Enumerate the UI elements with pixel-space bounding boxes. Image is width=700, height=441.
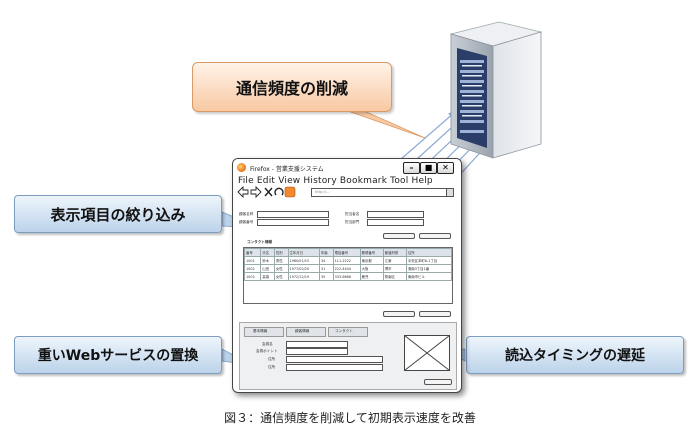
table-cell: 高橋 <box>260 272 275 281</box>
table-header: 郵便番号 <box>359 248 384 257</box>
tab-basic[interactable]: 基本情報 <box>244 327 284 337</box>
table-cell: 男性 <box>273 256 289 265</box>
firefox-logo-icon <box>237 163 246 172</box>
address-bar[interactable]: http://... <box>311 188 453 197</box>
table-cell: 1980/01/15 <box>287 256 321 265</box>
table-cell: 鹿児 <box>359 272 384 281</box>
tab-customer[interactable]: 顧客情報 <box>286 327 326 337</box>
customer-number-field[interactable] <box>257 219 329 226</box>
customer-name-field[interactable] <box>257 211 329 218</box>
table-header: 番号 <box>243 248 262 257</box>
table-cell: 女性 <box>273 264 289 273</box>
table-cell: 31 <box>319 264 334 273</box>
table-header: 住所 <box>405 248 453 257</box>
address-dropdown-icon[interactable] <box>446 188 454 197</box>
window-title: Firefox - 営業支援システム <box>250 166 324 173</box>
menu-bar[interactable]: File Edit View History Bookmark Tool Hel… <box>238 176 433 186</box>
table-cell: 1002 <box>243 264 262 273</box>
table-cell: 1001 <box>243 256 262 265</box>
title-bar: Firefox - 営業支援システム – ■ ✕ <box>233 159 461 175</box>
prev-button[interactable] <box>383 311 415 317</box>
section-label: コンタクト情報 <box>247 240 273 244</box>
form-label: 担当者名 <box>345 212 360 216</box>
table-cell: 1977/02/20 <box>287 264 321 273</box>
table-cell: 1003 <box>243 272 262 281</box>
callout-delay-load: 読込タイミングの遅延 <box>466 336 684 374</box>
form-label: 顧客名称 <box>239 212 254 216</box>
clear-button[interactable] <box>419 233 451 239</box>
table-cell: 中央区本町8-1丁目 <box>405 256 453 265</box>
tab-contact[interactable]: コンタクト <box>328 327 368 337</box>
table-header-row: 番号氏名性別生年月日年齢電話番号郵便番号都道府県住所 <box>243 248 453 257</box>
image-placeholder-icon <box>404 335 450 371</box>
address-field-2[interactable] <box>286 364 383 371</box>
table-cell: 江東 <box>382 256 407 265</box>
address-text: http://... <box>315 190 330 194</box>
table-header: 生年月日 <box>287 248 321 257</box>
back-arrow-icon <box>237 186 249 198</box>
nav-toolbar <box>237 186 296 198</box>
callout-reduce-frequency: 通信頻度の削減 <box>192 62 392 112</box>
table-cell: 堺市 <box>382 264 407 273</box>
minimize-button[interactable]: – <box>403 162 420 174</box>
form-label: 会員ポイント <box>256 349 278 353</box>
table-cell: 港南3丁目1番 <box>405 264 453 273</box>
next-button[interactable] <box>419 311 451 317</box>
table-cell: 1972/12/19 <box>287 272 321 281</box>
table-cell: 鈴木 <box>260 256 275 265</box>
tab-label: コンタクト <box>335 329 353 333</box>
reload-icon <box>274 187 284 196</box>
staff-dept-field[interactable] <box>367 219 424 226</box>
table-header: 年齢 <box>319 248 334 257</box>
table-cell: 女性 <box>273 272 289 281</box>
address-field-1[interactable] <box>286 356 383 363</box>
figure-caption: 図３：通信頻度を削減して初期表示速度を改善 <box>224 411 476 425</box>
table-cell: 東南市ビル <box>405 272 453 281</box>
table-cell: 県南区 <box>382 272 407 281</box>
home-icon <box>284 186 296 198</box>
close-button[interactable]: ✕ <box>437 162 454 174</box>
form-label: 会員名 <box>262 342 273 346</box>
forward-arrow-icon <box>250 186 262 198</box>
staff-name-field[interactable] <box>367 211 424 218</box>
server-icon <box>449 21 543 159</box>
table-cell: 東京都 <box>359 256 384 265</box>
table-cell: 34 <box>319 256 334 265</box>
table-cell: 山田 <box>260 264 275 273</box>
browser-window: Firefox - 営業支援システム – ■ ✕ File Edit View … <box>232 158 462 393</box>
table-cell: 大阪 <box>359 264 384 273</box>
form-label: 住所 <box>268 365 276 369</box>
stop-icon <box>264 187 273 197</box>
search-button[interactable] <box>383 233 415 239</box>
table-cell: 333-6666 <box>332 272 361 281</box>
save-button[interactable] <box>424 379 452 385</box>
tab-label: 顧客情報 <box>295 329 310 333</box>
table-header: 電話番号 <box>332 248 361 257</box>
maximize-button[interactable]: ■ <box>420 162 437 174</box>
form-label: 担当部門 <box>345 220 360 224</box>
tab-panel: 基本情報 顧客情報 コンタクト 会員名 会員ポイント 住所 住所 <box>239 322 457 390</box>
callout-filter-items: 表示項目の絞り込み <box>14 195 222 233</box>
table-cell: 111-2222 <box>332 256 361 265</box>
member-points-field[interactable] <box>286 348 348 355</box>
member-name-field[interactable] <box>286 341 348 348</box>
table-header: 性別 <box>273 248 289 257</box>
table-header: 氏名 <box>260 248 275 257</box>
tab-label: 基本情報 <box>253 329 268 333</box>
table-header: 都道府県 <box>382 248 407 257</box>
form-label: 顧客番号 <box>239 220 254 224</box>
callout-replace-service: 重いWebサービスの置換 <box>14 336 222 374</box>
table-cell: 222-4444 <box>332 264 361 273</box>
table-cell: 35 <box>319 272 334 281</box>
form-label: 住所 <box>268 357 276 361</box>
